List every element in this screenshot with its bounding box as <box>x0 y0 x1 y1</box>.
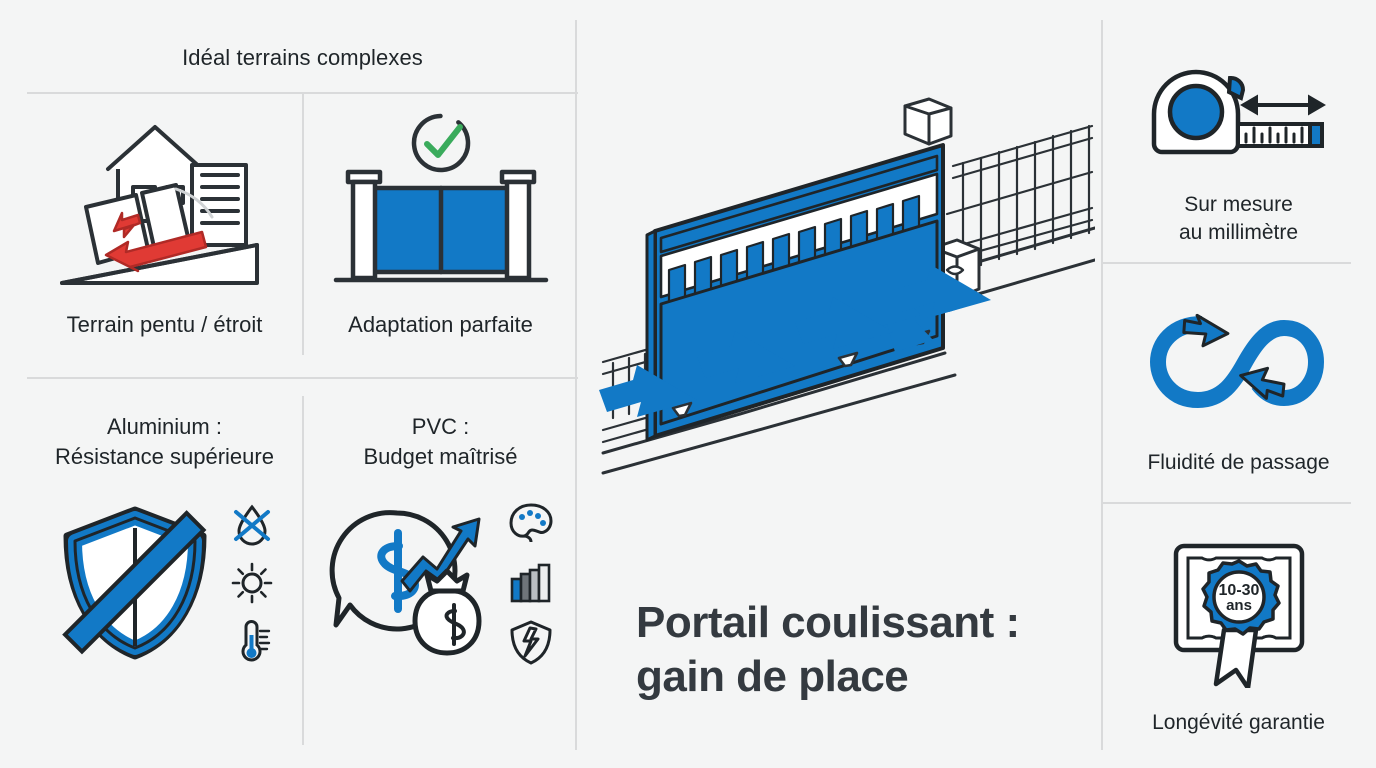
cell-pvc-title-line2: Budget maîtrisé <box>363 444 518 469</box>
left-section-header: Idéal terrains complexes <box>182 45 423 70</box>
right-item-sur-mesure-label-line1: Sur mesure <box>1184 193 1293 216</box>
cracked-shield-icon <box>507 618 555 671</box>
color-gradient-icon <box>507 559 555 612</box>
house-on-slope-icon <box>50 105 280 300</box>
left-upper-vertical-divider <box>302 93 304 355</box>
right-divider-2 <box>1103 502 1351 504</box>
badge-years-line2: ans <box>1226 597 1252 614</box>
right-item-sur-mesure: Sur mesure au millimètre <box>1101 62 1376 247</box>
page-title: Portail coulissant : gain de place <box>636 596 1066 704</box>
cell-pvc-title-line1: PVC : <box>411 414 470 439</box>
page-title-line1: Portail coulissant : <box>636 598 1020 647</box>
right-item-longevite: 10-30 ans Longévité garantie <box>1101 538 1376 737</box>
badge-years-line1: 10-30 <box>1218 582 1259 599</box>
sun-icon <box>229 560 275 611</box>
shield-no-damage-icon <box>55 500 215 670</box>
right-item-fluidite: Fluidité de passage <box>1101 302 1376 477</box>
right-column-vertical-divider <box>1101 20 1103 750</box>
thermometer-icon <box>229 619 275 670</box>
main-vertical-divider <box>575 20 577 750</box>
cell-aluminium-title-line1: Aluminium : <box>107 414 222 439</box>
motion-arrows <box>849 284 987 352</box>
left-middle-divider <box>27 377 578 379</box>
guarantee-badge-icon: 10-30 ans <box>1144 538 1334 693</box>
cell-aluminium: Aluminium : Résistance supérieure <box>27 412 302 670</box>
cell-terrain-pentu-label: Terrain pentu / étroit <box>66 312 263 337</box>
right-item-sur-mesure-label-line2: au millimètre <box>1178 221 1299 244</box>
no-water-icon <box>229 501 275 552</box>
sliding-gate-isometric-illustration <box>595 18 1097 518</box>
money-growth-icon <box>327 501 497 671</box>
right-item-fluidite-label-line1: Fluidité de passage <box>1147 451 1330 474</box>
right-divider-1 <box>1103 262 1351 264</box>
cell-terrain-pentu: Terrain pentu / étroit <box>27 105 302 340</box>
cell-aluminium-title-line2: Résistance supérieure <box>55 444 274 469</box>
left-lower-vertical-divider <box>302 396 304 745</box>
right-item-longevite-label-line1: Longévité garantie <box>1152 711 1325 734</box>
cell-adaptation-parfaite-label: Adaptation parfaite <box>348 312 533 337</box>
cell-pvc: PVC : Budget maîtrisé <box>303 412 578 671</box>
infinity-arrows-icon <box>1144 302 1334 427</box>
gate-with-check-icon <box>326 105 556 300</box>
paint-palette-icon <box>507 500 555 553</box>
page-title-line2: gain de place <box>636 652 909 701</box>
cell-adaptation-parfaite: Adaptation parfaite <box>303 105 578 340</box>
tape-measure-icon <box>1144 62 1334 177</box>
